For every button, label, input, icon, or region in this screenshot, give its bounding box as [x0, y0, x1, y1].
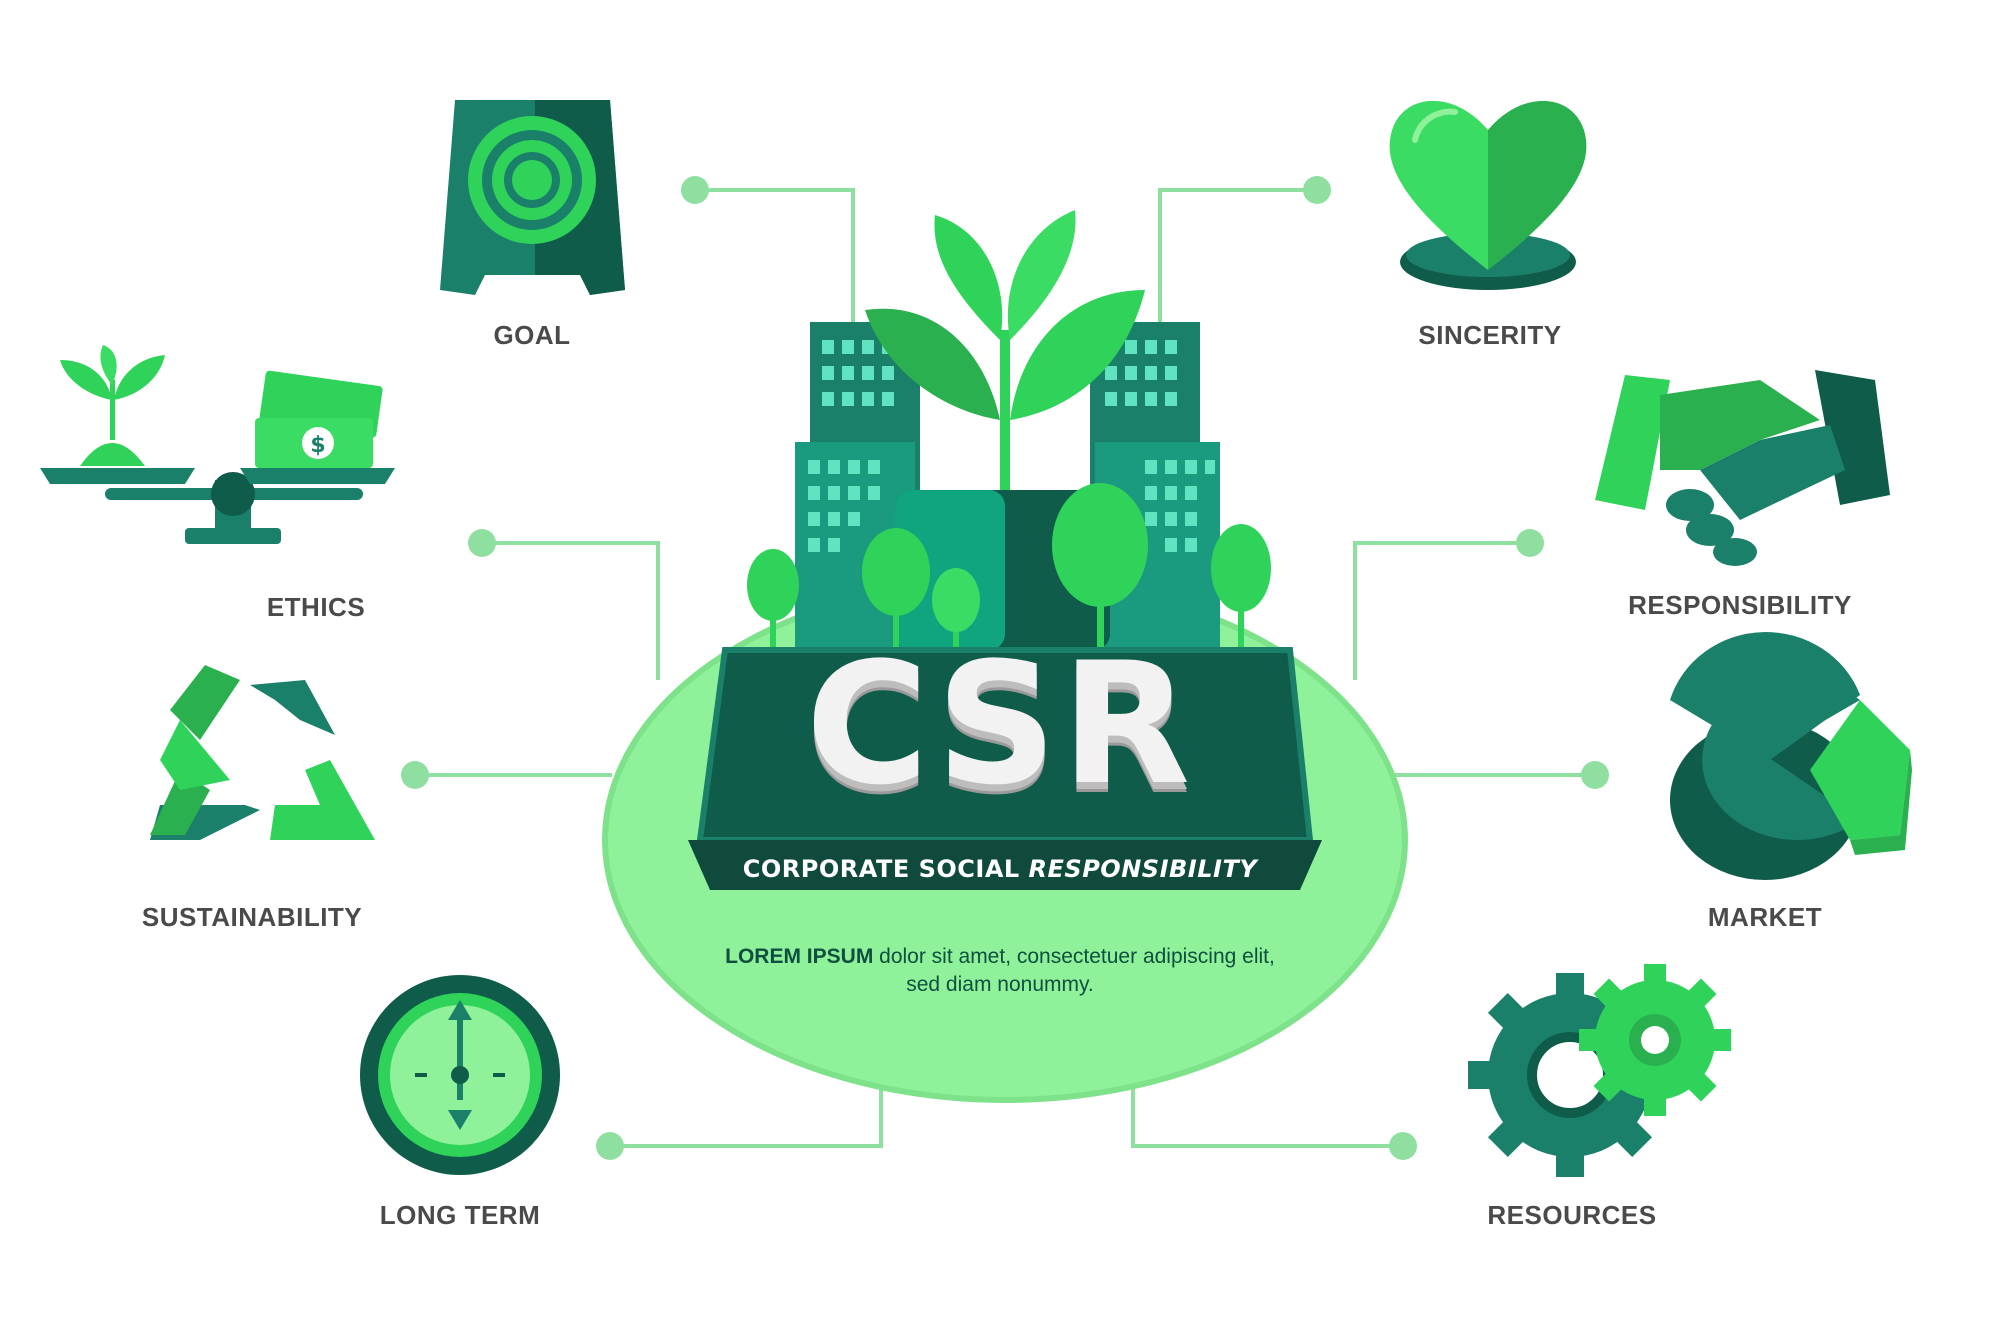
connector-ethics — [482, 541, 660, 680]
center-description: LOREM IPSUM dolor sit amet, consectetuer… — [720, 943, 1280, 999]
label-ethics: ETHICS — [266, 592, 366, 622]
label-responsibility: RESPONSIBILITY — [1628, 590, 1852, 620]
plant-leaf-4 — [1010, 290, 1145, 420]
label-sincerity: SINCERITY — [1418, 320, 1562, 350]
connector-dot-responsibility — [1516, 529, 1544, 557]
clock-icon — [360, 975, 560, 1175]
connector-responsibility — [1353, 541, 1530, 680]
connector-long-term — [610, 1085, 883, 1148]
csr-title: CSR — [805, 626, 1195, 822]
connector-dot-goal — [681, 176, 709, 204]
label-resources: RESOURCES — [1487, 1200, 1657, 1230]
banner-strip — [688, 840, 1322, 890]
handshake-icon — [1595, 370, 1890, 566]
plant-stem — [1000, 330, 1010, 490]
connector-dot-market — [1581, 761, 1609, 789]
label-long-term: LONG TERM — [379, 1200, 541, 1230]
trees — [747, 483, 1271, 650]
label-goal: GOAL — [493, 320, 571, 350]
plant-leaf-2 — [1007, 210, 1076, 340]
plant-leaf-3 — [865, 308, 1000, 420]
target-icon — [440, 100, 625, 295]
gears-icon — [1468, 964, 1731, 1177]
buildings-illustration — [747, 210, 1271, 652]
description-rest: dolor sit amet, consectetuer adipiscing … — [873, 945, 1275, 996]
connector-resources — [1131, 1085, 1403, 1148]
heart-icon — [1389, 100, 1587, 290]
connector-dot-sincerity — [1303, 176, 1331, 204]
connector-dot-long-term — [596, 1132, 624, 1160]
pie-chart-icon — [1670, 632, 1912, 880]
connector-dot-sustainability — [401, 761, 429, 789]
building-windows — [808, 340, 1215, 552]
connector-dot-resources — [1389, 1132, 1417, 1160]
csr-subtitle-plain: CORPORATE SOCIAL — [742, 855, 1029, 883]
csr-subtitle: CORPORATE SOCIAL RESPONSIBILITY — [743, 855, 1257, 883]
description-bold: LOREM IPSUM — [725, 945, 874, 968]
connector-sincerity — [1158, 188, 1317, 330]
plant-leaf-1 — [934, 215, 1003, 340]
recycle-icon — [150, 665, 375, 840]
connector-dots — [401, 176, 1609, 1160]
svg-text:$: $ — [310, 433, 325, 458]
connector-dot-ethics — [468, 529, 496, 557]
connector-goal — [695, 188, 855, 330]
label-sustainability: SUSTAINABILITY — [141, 902, 363, 932]
connectors — [415, 188, 1595, 1148]
csr-subtitle-italic: RESPONSIBILITY — [1028, 855, 1258, 883]
label-market: MARKET — [1707, 902, 1823, 932]
balance-scale-icon: $ — [40, 345, 395, 544]
